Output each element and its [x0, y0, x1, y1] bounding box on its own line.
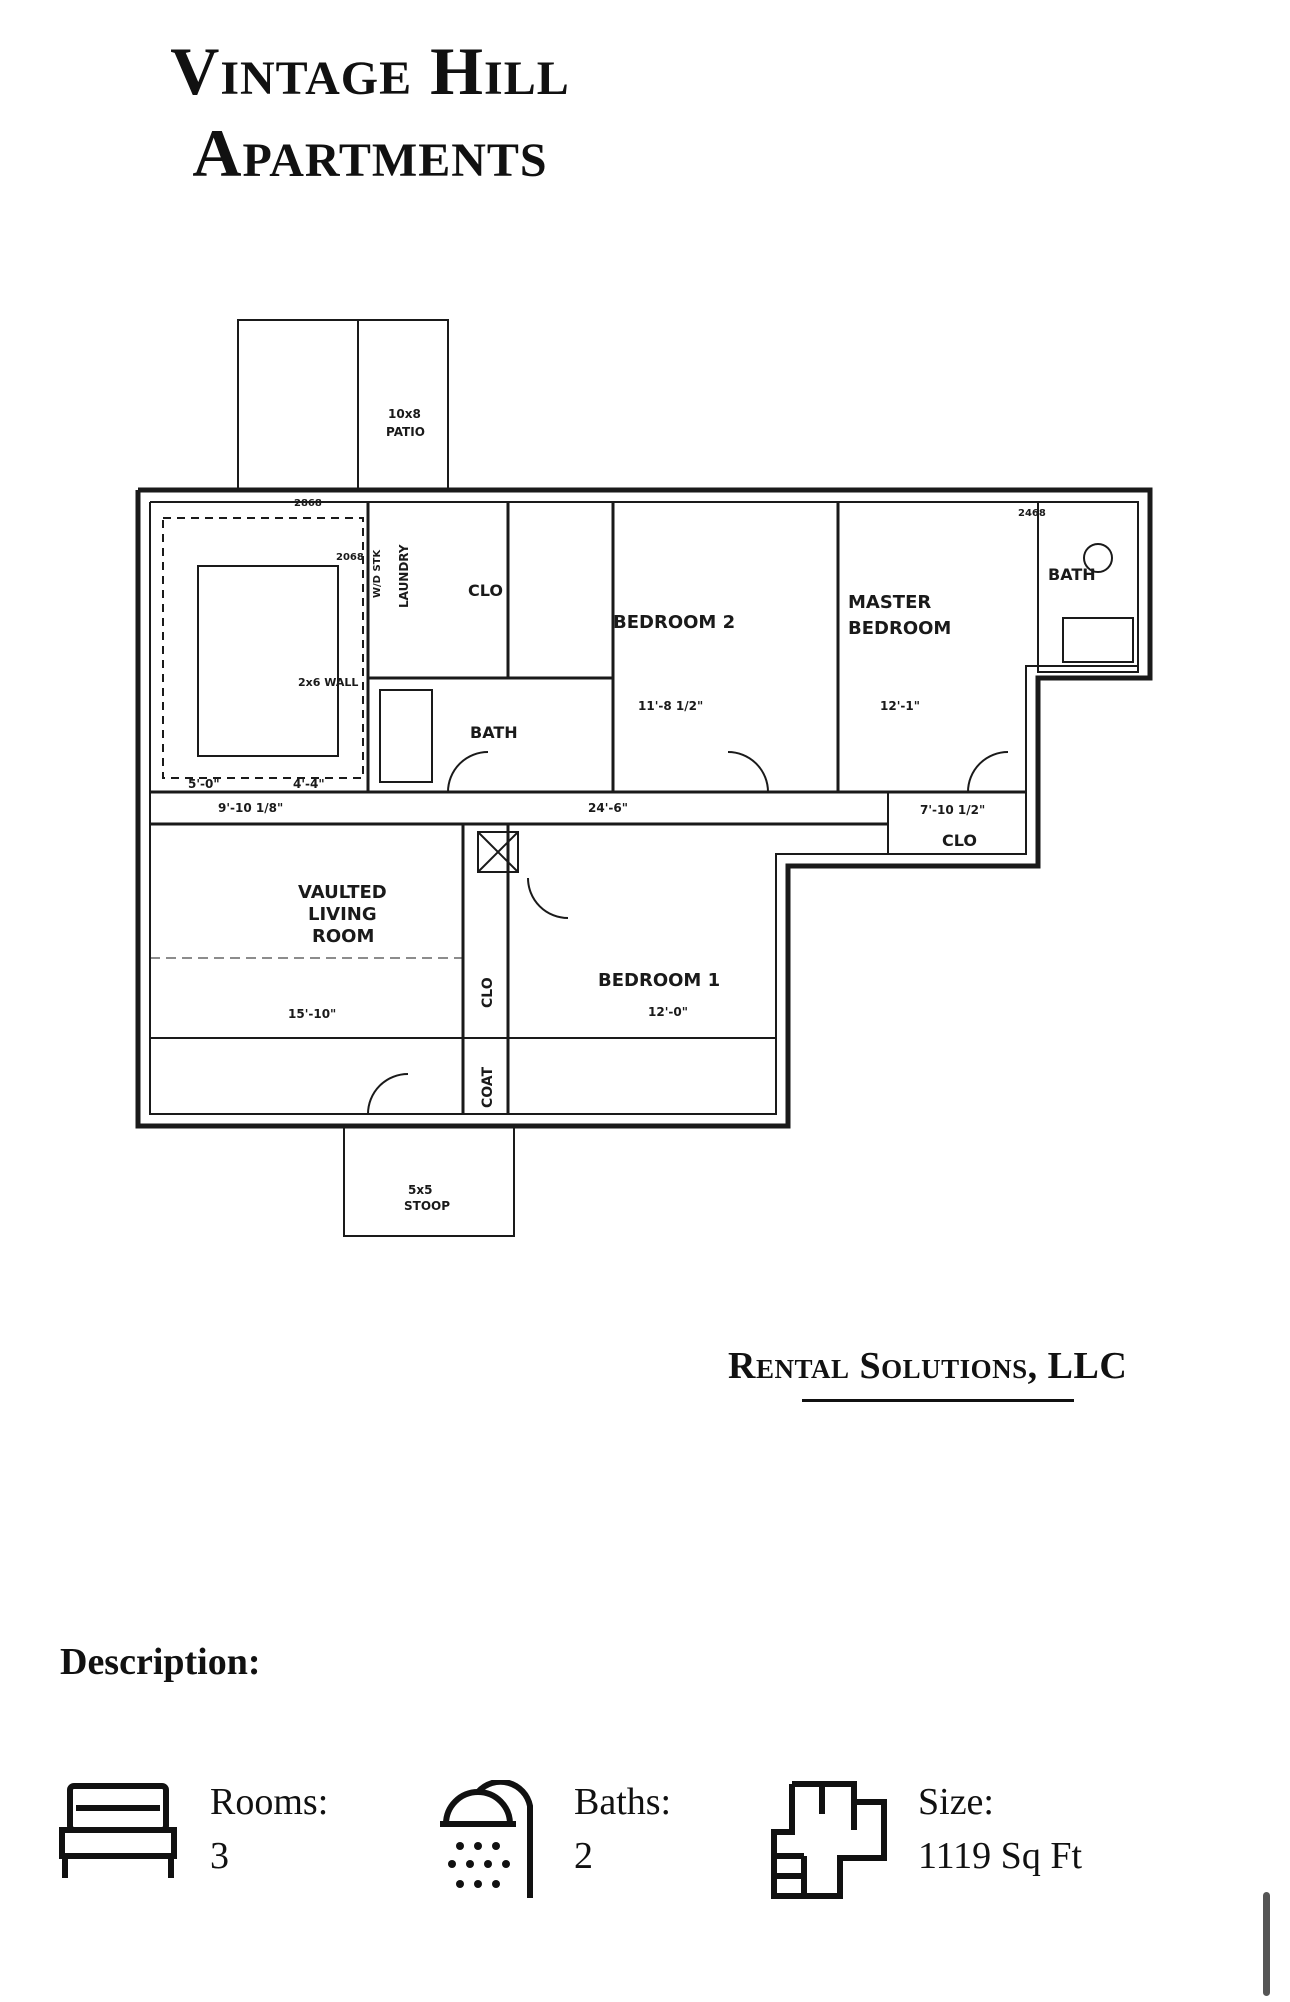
size-label: Size:	[918, 1781, 994, 1823]
fp-wall: 2x6 WALL	[298, 676, 358, 689]
fp-laundry: LAUNDRY	[397, 544, 411, 608]
size-value: 1119 Sq Ft	[918, 1835, 1083, 1877]
fp-clo-master: CLO	[942, 831, 977, 850]
fp-wd-stk: W/D STK	[372, 549, 383, 598]
company-name: Rental Solutions, LLC	[728, 1345, 1128, 1387]
fp-door-2868: 2868	[294, 498, 322, 509]
fp-vaulted-3: ROOM	[312, 926, 374, 947]
title-line-2: Apartments	[192, 115, 548, 191]
fp-dim-bed2: 11'-8 1/2"	[638, 699, 703, 713]
fp-dim-living: 15'-10"	[288, 1007, 336, 1021]
fp-dim-hall: 24'-6"	[588, 801, 628, 815]
fp-patio-dim: 10x8	[388, 407, 421, 421]
fp-coat: COAT	[480, 1066, 496, 1108]
floorplan-icon	[770, 1780, 890, 1905]
fp-door-2468: 2468	[1018, 508, 1046, 519]
description-heading: Description:	[60, 1641, 261, 1683]
baths-label: Baths:	[574, 1781, 672, 1823]
bed-icon	[58, 1780, 178, 1885]
fp-dim-4: 4'-4"	[293, 777, 325, 791]
fp-stoop-dim: 5x5	[408, 1183, 432, 1197]
shower-icon	[436, 1778, 546, 1905]
baths-value: 2	[574, 1835, 593, 1877]
fp-bedroom1: BEDROOM 1	[598, 970, 720, 991]
floor-plan-image: 10x8 PATIO CLO BEDROOM 2 MASTER BEDROOM …	[108, 318, 1158, 1258]
fp-dim-bed1: 12'-0"	[648, 1005, 688, 1019]
scrollbar-thumb[interactable]	[1263, 1892, 1270, 1996]
fp-bath-hall: BATH	[470, 723, 518, 742]
spec-size: Size: 1119 Sq Ft	[770, 1780, 1190, 1899]
fp-clo-bed1: CLO	[480, 977, 496, 1008]
fp-dim-master: 12'-1"	[880, 699, 920, 713]
fp-bedroom2: BEDROOM 2	[613, 612, 735, 633]
fp-clo-top: CLO	[468, 581, 503, 600]
fp-master: MASTER	[848, 592, 931, 613]
fp-vaulted-2: LIVING	[308, 904, 377, 925]
company-underline	[802, 1399, 1074, 1402]
fp-bath-master: BATH	[1048, 565, 1096, 584]
rooms-label: Rooms:	[210, 1781, 329, 1823]
fp-dim-kitchen: 9'-10 1/8"	[218, 801, 283, 815]
rooms-value: 3	[210, 1835, 229, 1877]
fp-master-bedroom: BEDROOM	[848, 618, 951, 639]
fp-dim-5: 5'-0"	[188, 777, 220, 791]
fp-door-2068: 2068	[336, 552, 364, 563]
page-title: Vintage Hill Apartments	[140, 30, 600, 194]
fp-dim-clo: 7'-10 1/2"	[920, 803, 985, 817]
fp-patio: PATIO	[386, 425, 425, 439]
spec-rooms: Rooms: 3	[58, 1780, 398, 1890]
fp-vaulted-1: VAULTED	[298, 882, 387, 903]
spec-baths: Baths: 2	[436, 1778, 736, 1898]
fp-stoop: STOOP	[404, 1199, 450, 1213]
title-line-1: Vintage Hill	[170, 33, 570, 109]
